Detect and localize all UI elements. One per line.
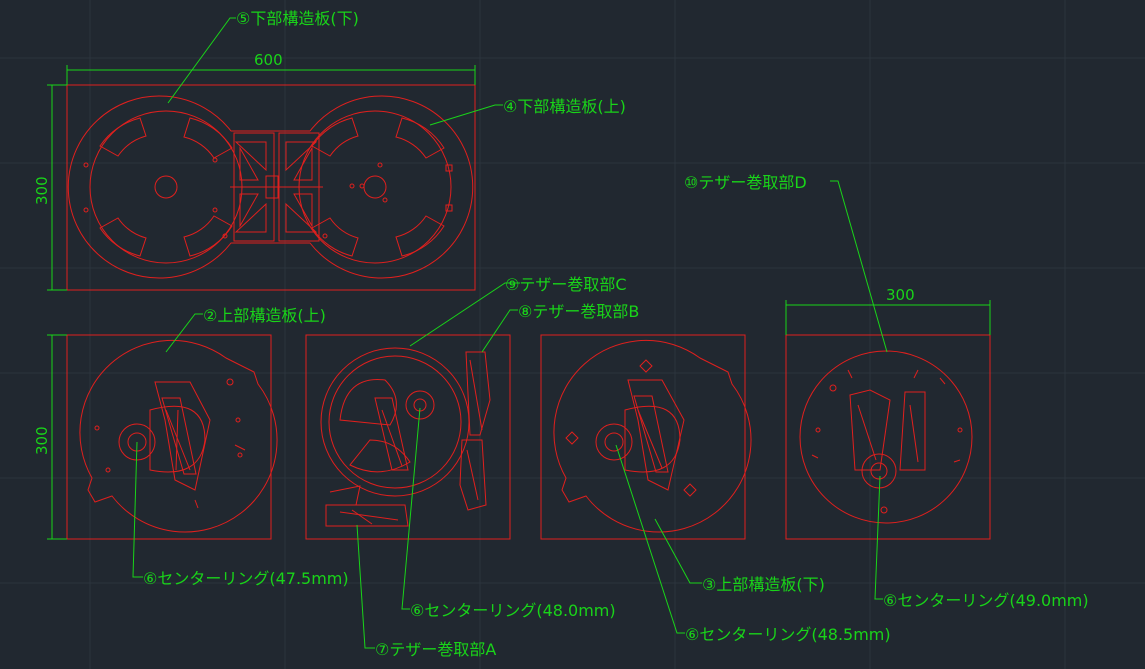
upper-plate-top-outline [79, 339, 278, 533]
label-ring-47-5: ⑥センターリング(47.5mm) [143, 569, 349, 588]
tether-reel-a [325, 504, 409, 527]
label-tether-c: ⑨テザー巻取部C [505, 275, 627, 294]
sheet-tether-reels [305, 334, 511, 540]
sheet-tether-reel-d [785, 334, 991, 540]
dim-row-height: 300 [33, 426, 51, 455]
label-upper-plate-top: ②上部構造板(上) [203, 306, 326, 325]
label-tether-d: ⑩テザー巻取部D [684, 173, 807, 192]
upper-plate-bottom-outline [553, 339, 752, 533]
annotation-labels: ⑤下部構造板(下) ④下部構造板(上) ⑩テザー巻取部D ⑨テザー巻取部C ⑧テ… [143, 9, 1089, 659]
sheet-lower-structure [66, 84, 476, 291]
label-tether-b: ⑧テザー巻取部B [518, 302, 639, 321]
dim-top-width: 600 [254, 51, 283, 69]
label-lower-plate-bottom: ⑤下部構造板(下) [236, 9, 359, 28]
label-tether-a: ⑦テザー巻取部A [375, 640, 496, 659]
dimensions: 600 300 300 300 [33, 51, 991, 540]
tether-reel-d-disk [799, 350, 973, 524]
lower-plate-outline [67, 95, 474, 279]
label-ring-48-0: ⑥センターリング(48.0mm) [410, 601, 616, 620]
label-lower-plate-top: ④下部構造板(上) [503, 97, 626, 116]
dim-top-height: 300 [33, 176, 51, 205]
label-upper-plate-bottom: ③上部構造板(下) [702, 575, 825, 594]
sheet-upper-plate-top [66, 334, 278, 540]
tether-reel-c-ring [320, 347, 470, 497]
tether-reel-b [465, 351, 491, 436]
dim-right-width: 300 [886, 286, 915, 304]
label-ring-48-5: ⑥センターリング(48.5mm) [685, 625, 891, 644]
label-ring-49-0: ⑥センターリング(49.0mm) [883, 591, 1089, 610]
leader-lines [132, 17, 888, 649]
sheet-upper-plate-bottom [540, 334, 752, 540]
